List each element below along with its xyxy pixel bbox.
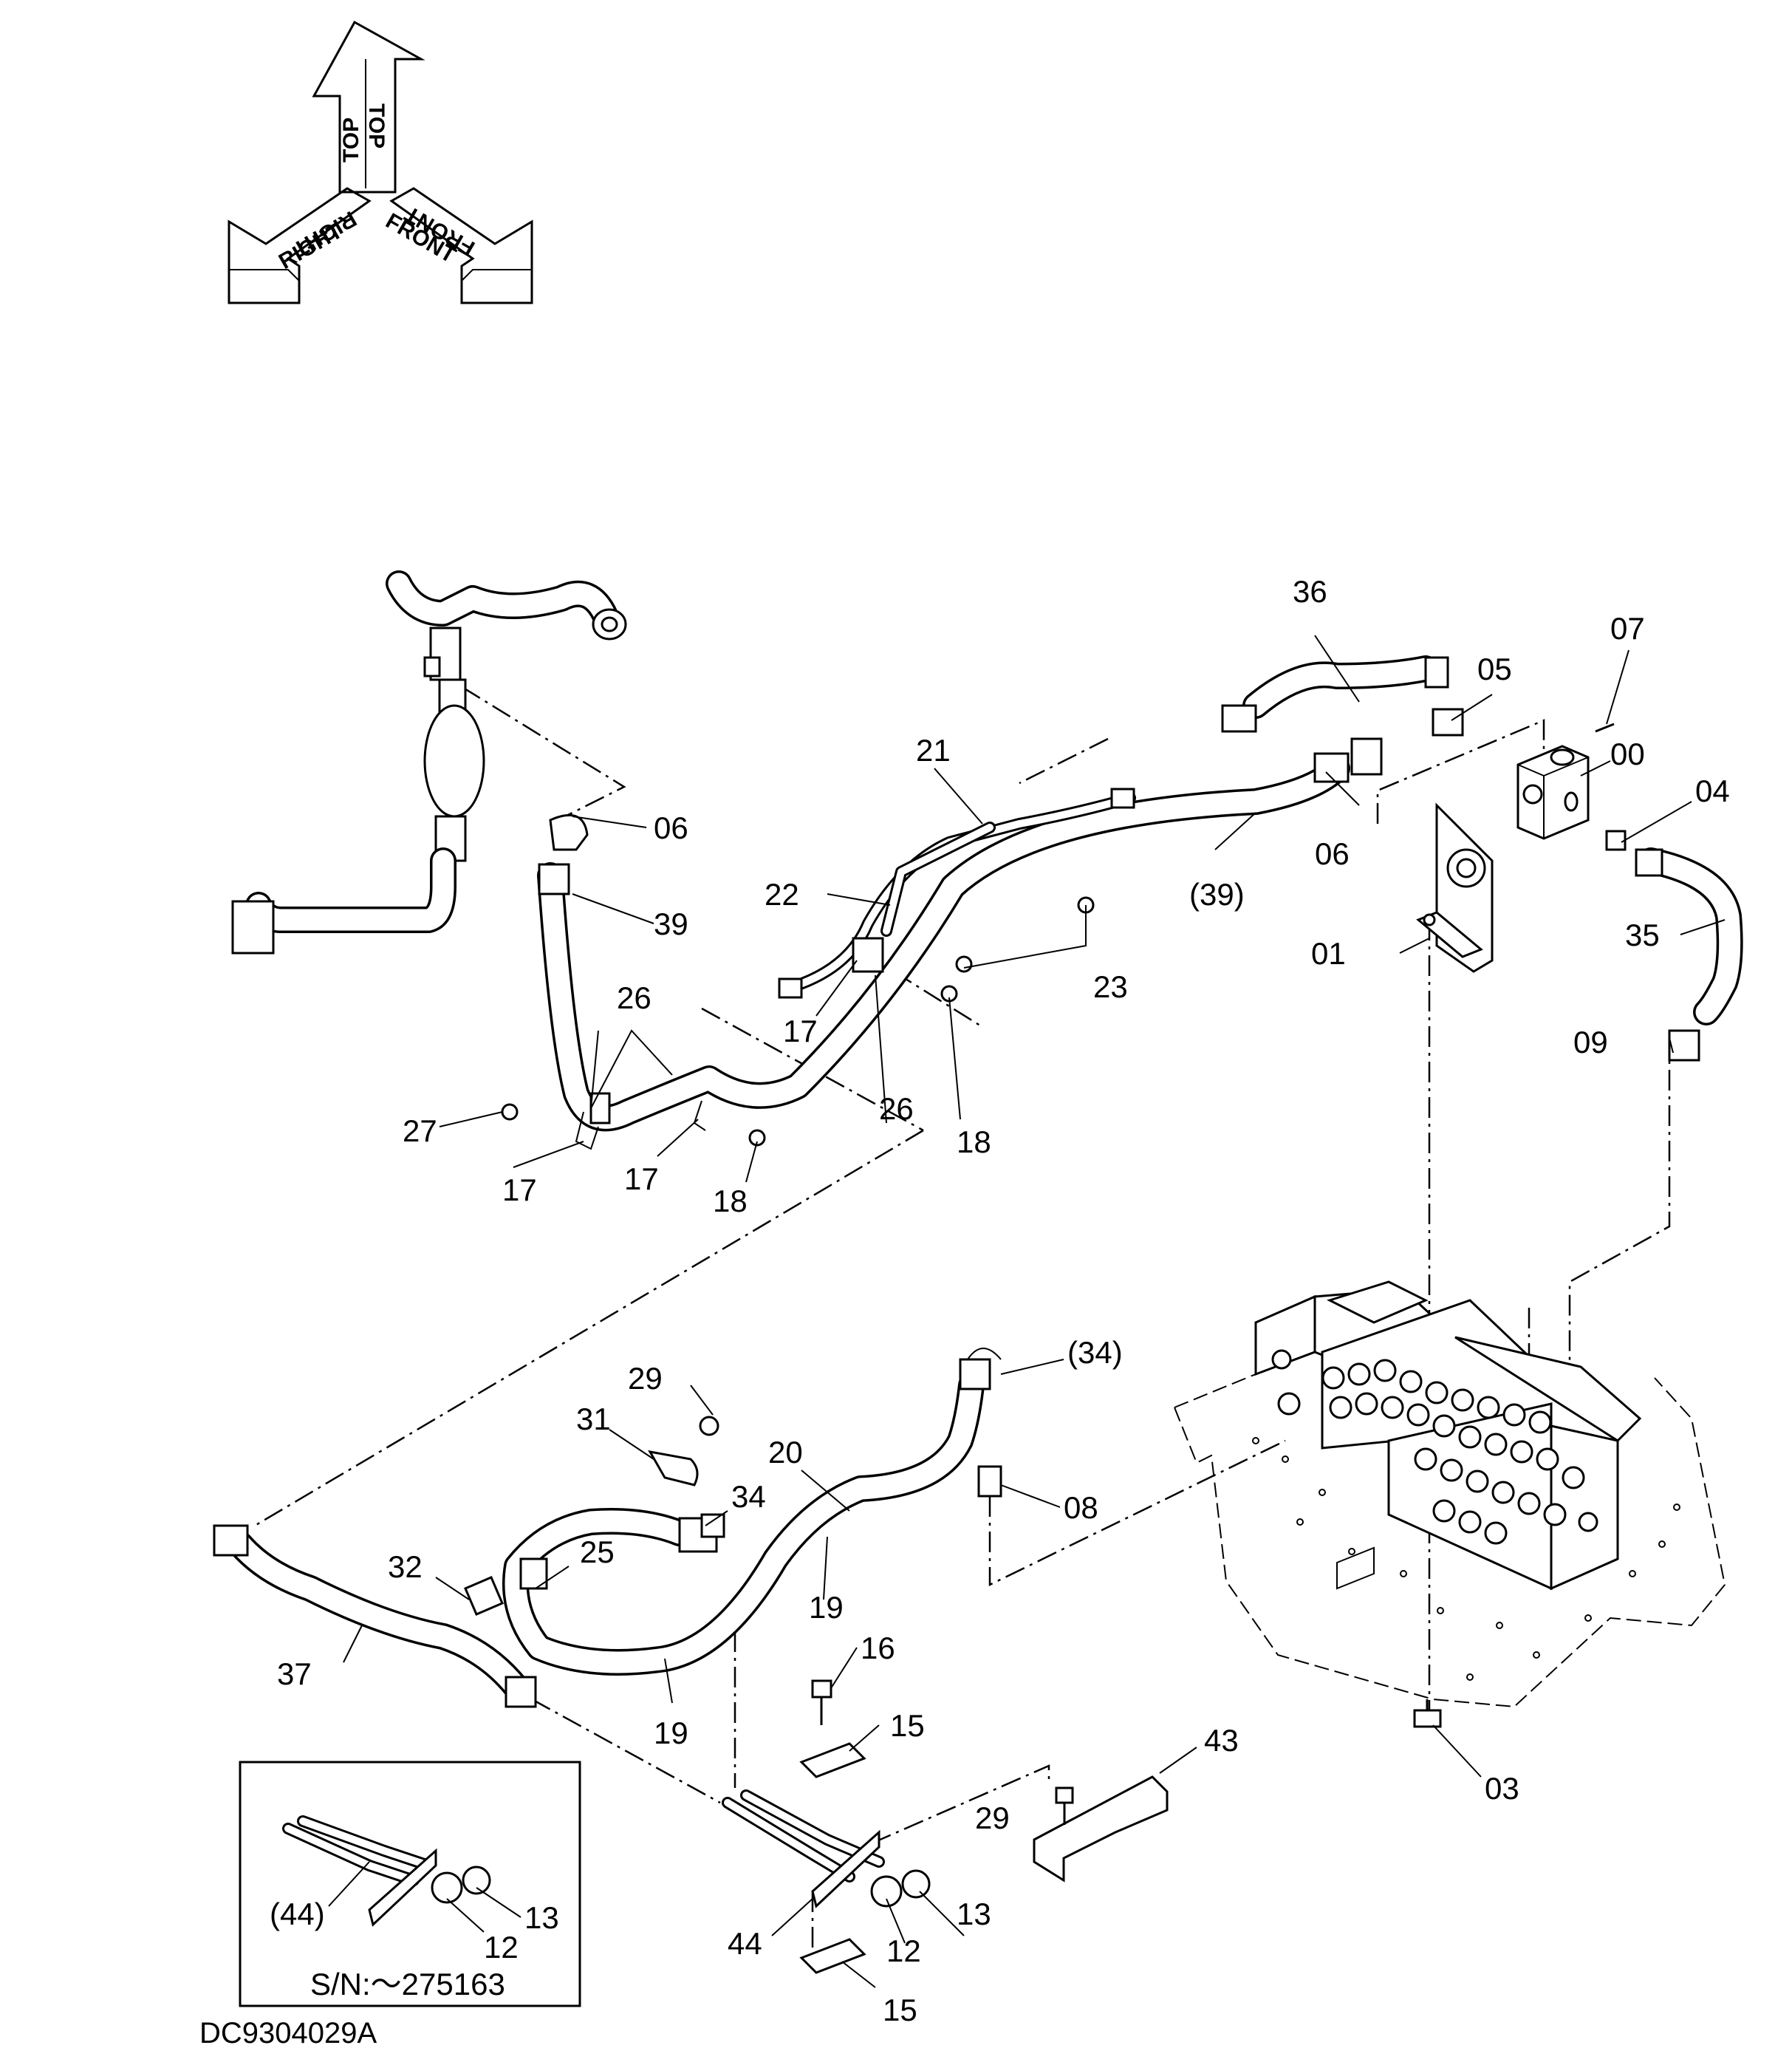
callout-07: 07 [1610,611,1645,646]
serial-inset [239,1761,581,2007]
callout-17-left: 17 [502,1173,537,1207]
callout-12-inset: 12 [484,1930,519,1965]
callout-15-upper: 15 [890,1708,925,1743]
callout-18-left: 18 [713,1184,748,1218]
callout-43: 43 [1204,1723,1239,1758]
callout-19-right: 19 [809,1590,844,1625]
mount-plate-holes [1252,1437,1680,1681]
callout-01: 01 [1311,936,1346,971]
callout-31: 31 [576,1402,611,1436]
callout-27: 27 [403,1113,437,1148]
callout-15-lower: 15 [883,1993,917,2027]
callout-29-upper: 29 [628,1361,663,1396]
callout-06-right: 06 [1315,836,1350,871]
callout-44-paren: (44) [270,1897,325,1931]
callout-09: 09 [1573,1025,1608,1059]
callout-26-left: 26 [617,980,652,1015]
callout-37: 37 [277,1656,312,1691]
pump-assembly [231,570,627,955]
callout-26-right: 26 [879,1091,914,1126]
orientation-top-label: TOP [364,103,389,149]
upper-hoses [501,655,1743,1150]
callout-18-right: 18 [957,1124,991,1159]
callout-29-lower: 29 [975,1800,1010,1835]
orientation-right-label-mirror: RIGHT [289,206,360,262]
callout-16: 16 [861,1631,895,1665]
callout-06-left: 06 [654,810,688,845]
callout-44: 44 [728,1926,762,1961]
callout-03: 03 [1485,1771,1519,1806]
callout-39: 39 [654,907,688,941]
callout-labels: 36 07 05 00 04 21 06 06 (39) 39 35 22 01… [270,574,1730,2027]
callout-13-inset: 13 [524,1900,559,1935]
callout-05: 05 [1477,652,1512,686]
callout-17-upper: 17 [783,1014,818,1048]
callout-34: 34 [731,1479,766,1514]
callout-08: 08 [1064,1490,1098,1525]
callout-00: 00 [1610,737,1645,771]
callout-39-paren: (39) [1189,877,1245,912]
callout-23: 23 [1093,969,1128,1004]
valve-block-and-bracket [1416,723,1615,973]
callout-17-mid: 17 [624,1161,659,1196]
serial-number-note: S/N:～275163 [310,1967,505,2001]
callout-19-lower: 19 [654,1716,688,1750]
orientation-top-label-mirror: TOP [339,117,363,163]
callout-36: 36 [1293,574,1327,609]
callout-22: 22 [765,877,799,912]
lower-hoses [213,1348,1169,1974]
orientation-symbol: TOP TOP RIGHT RIGHT FRONT FRONT [228,20,533,304]
callout-35: 35 [1625,918,1660,952]
callout-21: 21 [916,733,951,768]
control-valve-assembly [977,1280,1726,1728]
drawing-code: DC9304029A [199,2017,377,2048]
callout-25: 25 [580,1535,615,1569]
callout-12: 12 [886,1933,921,1968]
callout-04: 04 [1695,774,1730,808]
callout-13: 13 [957,1897,991,1931]
callout-20: 20 [768,1435,803,1470]
leader-lines [328,635,1726,1988]
callout-34-paren: (34) [1067,1335,1123,1370]
valve-spools [1271,1349,1598,1545]
callout-32: 32 [388,1549,423,1584]
